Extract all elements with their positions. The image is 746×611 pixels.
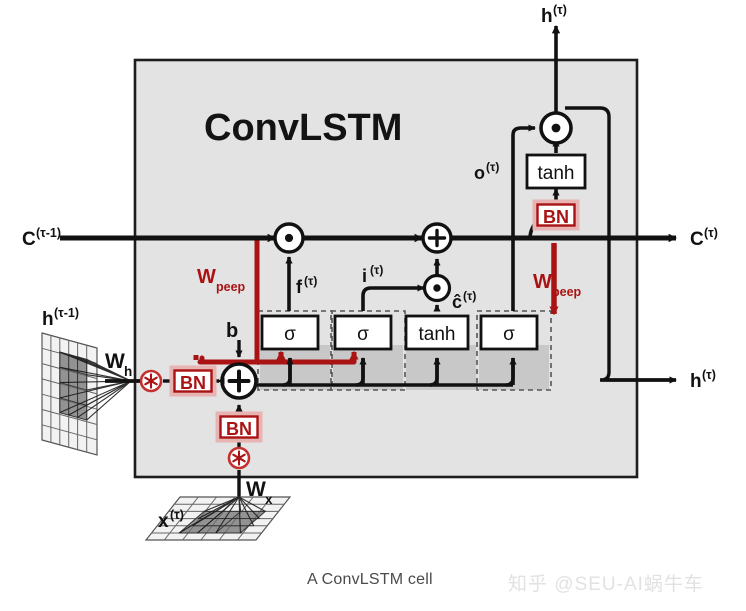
gate-box-input <box>333 314 393 351</box>
label-output-gate-sup: (τ) <box>486 160 499 174</box>
conv-op-hidden <box>139 369 163 393</box>
label-hidden-out-right-sup: (τ) <box>702 368 716 382</box>
hadamard-input-node <box>422 273 452 303</box>
preact-bus-corners <box>282 358 515 387</box>
label-cell-out: C (τ) <box>690 226 718 250</box>
label-input-base: x <box>158 511 169 532</box>
conv-op-input <box>227 446 251 470</box>
bn-cell-label: BN <box>543 207 569 227</box>
label-w-peep-left-base: W <box>197 266 216 288</box>
gate-activation-forget: σ <box>284 324 296 345</box>
tanh-output-label: tanh <box>538 163 575 184</box>
sum-preact-node <box>220 362 258 400</box>
input-tensor-grid <box>144 496 292 541</box>
label-w-input-sub: x <box>265 492 273 507</box>
label-hidden-in-sup: (τ-1) <box>54 306 79 320</box>
figure-caption: A ConvLSTM cell <box>307 571 433 588</box>
label-hidden-out-top: h (τ) <box>541 3 567 27</box>
gate-activation-output: σ <box>503 324 515 345</box>
hadamard-output-node <box>539 111 573 145</box>
output-gate-to-hadamard <box>511 124 536 311</box>
hadamard-forget-node <box>273 222 305 254</box>
gate-activation-candidate: tanh <box>419 324 456 345</box>
label-cell-in-sup: (τ-1) <box>36 226 61 240</box>
label-hidden-in: h (τ-1) <box>42 306 79 330</box>
label-cell-in-base: C <box>22 229 36 250</box>
label-w-peep-left-sub: peep <box>216 280 246 294</box>
gate-box-candidate <box>404 314 470 351</box>
gate-box-output <box>479 314 539 351</box>
label-w-hidden-sub: h <box>124 364 132 379</box>
label-w-input: W x <box>246 478 273 507</box>
label-input-gate-sup: (τ) <box>370 263 383 277</box>
label-w-peep-right: W peep <box>533 271 582 299</box>
label-cell-out-sup: (τ) <box>704 226 718 240</box>
label-candidate-gate-base: ĉ <box>452 292 462 312</box>
label-bias: b <box>226 320 238 342</box>
watermark: 知乎 @SEU-AI蜗牛车 <box>508 574 704 595</box>
gate-shaded-bands <box>260 345 549 390</box>
label-hidden-out-right: h (τ) <box>690 368 716 392</box>
label-w-peep-left: W peep <box>197 266 246 294</box>
label-forget-gate: f (τ) <box>296 274 317 297</box>
label-w-hidden-base: W <box>105 350 125 373</box>
label-output-gate-base: o <box>474 163 485 183</box>
label-w-hidden: W h <box>105 350 132 379</box>
label-output-gate: o (τ) <box>474 160 499 183</box>
bn-input-label: BN <box>226 419 252 439</box>
hidden-state-tensor-grid <box>41 332 140 456</box>
label-forget-gate-base: f <box>296 277 303 297</box>
diagram-title: ConvLSTM <box>204 107 402 149</box>
label-w-peep-right-sub: peep <box>552 285 582 299</box>
label-hidden-out-top-base: h <box>541 6 553 27</box>
label-cell-in: C (τ-1) <box>22 226 61 250</box>
forget-gate-group <box>257 310 333 391</box>
label-input-gate-base: i <box>362 266 367 286</box>
input-to-hadamard <box>361 284 425 311</box>
bn-box-cell <box>532 199 580 231</box>
label-candidate-gate-sup: (τ) <box>463 289 476 303</box>
label-w-input-base: W <box>246 478 266 501</box>
label-hidden-in-base: h <box>42 309 54 330</box>
label-input: x (τ) <box>158 508 184 532</box>
gate-activation-input: σ <box>357 324 369 345</box>
label-candidate-gate: ĉ (τ) <box>452 289 476 312</box>
label-w-peep-right-base: W <box>533 271 552 293</box>
label-hidden-out-top-sup: (τ) <box>553 3 567 17</box>
bn-box-hidden <box>169 365 217 397</box>
label-input-sup: (τ) <box>170 508 184 522</box>
tanh-output-box <box>525 153 587 190</box>
add-cell-node <box>421 222 453 254</box>
gate-box-forget <box>260 314 320 351</box>
label-cell-out-base: C <box>690 229 704 250</box>
input-gate-group <box>330 310 406 391</box>
bn-box-input <box>215 411 263 443</box>
bn-hidden-label: BN <box>180 373 206 393</box>
label-input-gate: i (τ) <box>362 263 383 286</box>
label-hidden-out-right-base: h <box>690 371 702 392</box>
label-forget-gate-sup: (τ) <box>304 274 317 288</box>
